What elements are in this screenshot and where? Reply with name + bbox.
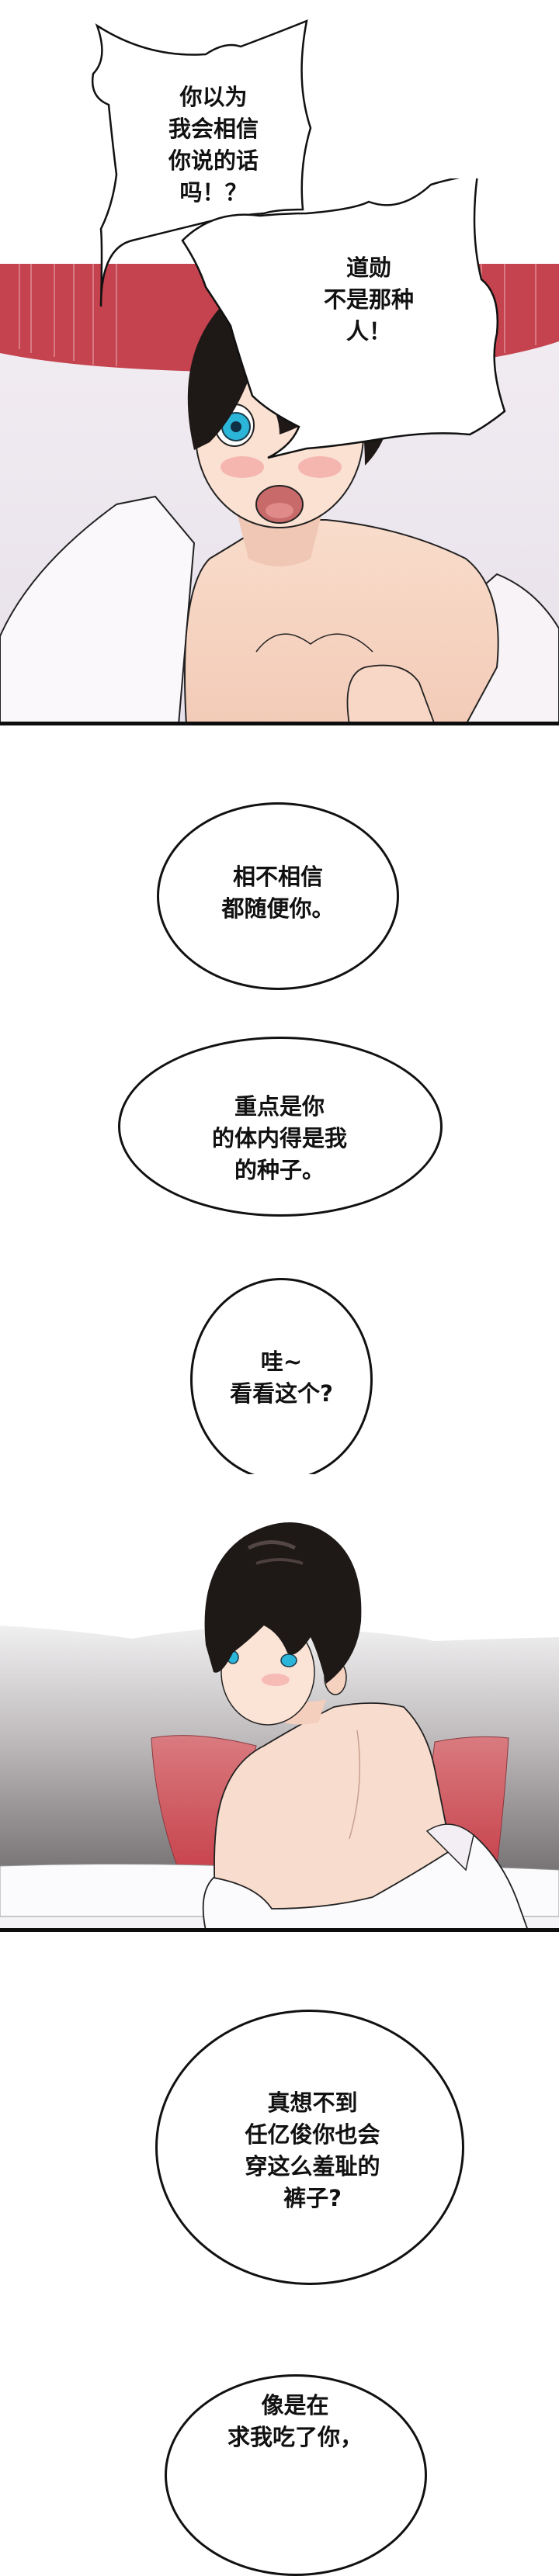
speech-bubble-7-text: 像是在 求我吃了你， [227, 2392, 363, 2450]
speech-bubble-1-text: 你以为 我会相信 你说的话 吗！？ [168, 84, 259, 206]
speech-bubble-6-text: 真想不到 任亿俊你也会 穿这么羞耻的 裤子? [245, 2090, 380, 2211]
speech-bubble-oval-4 [118, 1037, 443, 1217]
panel-2-illustration [0, 1474, 559, 1930]
panel-1-bottom-border [0, 722, 559, 725]
speech-bubble-4-text: 重点是你 的体内得是我 的种子。 [211, 1093, 347, 1183]
speech-bubble-round-3 [157, 802, 399, 990]
speech-bubble-2-text: 道勋 不是那种 人！ [323, 254, 414, 345]
speech-bubble-round-5 [190, 1278, 373, 1481]
comic-panel-2 [0, 1474, 559, 1930]
speech-bubble-oval-6 [155, 2010, 464, 2285]
speech-bubble-5-text: 哇~ 看看这个? [230, 1349, 333, 1407]
panel-2-bottom-border [0, 1928, 559, 1932]
speech-bubble-spiky-2 [181, 178, 506, 459]
speech-bubble-3-text: 相不相信 都随便你。 [221, 864, 335, 922]
